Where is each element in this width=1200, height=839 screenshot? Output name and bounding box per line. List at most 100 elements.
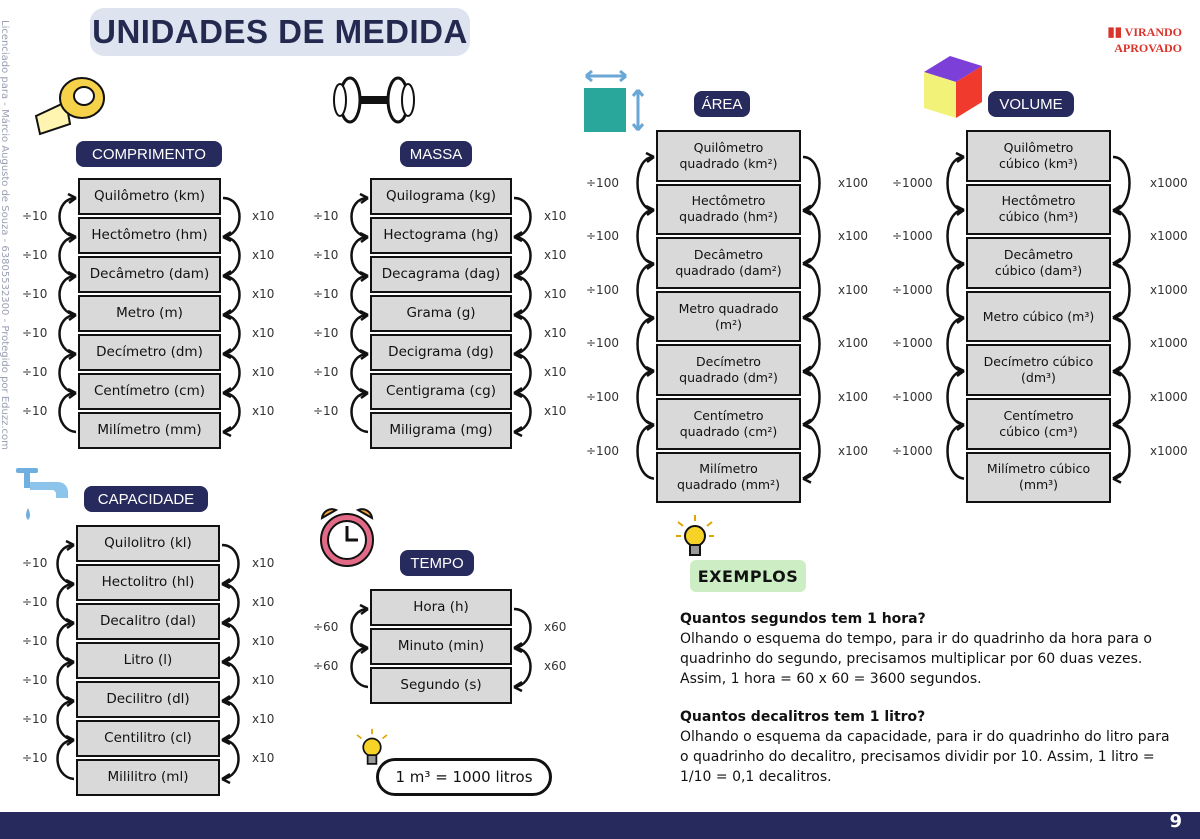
multiplication-factor: x10 — [252, 634, 275, 648]
division-factor: ÷10 — [22, 634, 48, 648]
square-area-icon — [584, 69, 645, 132]
unit-box-capacidade: Quilolitro (kl) — [76, 525, 220, 562]
division-factor: ÷10 — [22, 404, 48, 418]
division-factor: ÷100 — [586, 336, 619, 351]
multiplication-factor: x10 — [252, 365, 275, 379]
multiplication-factor: x100 — [838, 390, 869, 404]
multiplication-factor: x60 — [544, 620, 567, 634]
conversion-arrows — [946, 366, 1131, 430]
unit-box-volume: Milímetro cúbico (mm³) — [966, 451, 1111, 504]
division-factor: ÷10 — [313, 287, 339, 301]
division-factor: ÷60 — [313, 620, 339, 634]
conversion-arrows — [636, 312, 821, 377]
label-comprimento: COMPRIMENTO — [76, 141, 222, 167]
multiplication-factor: x100 — [838, 229, 869, 244]
unit-box-capacidade: Decalitro (dal) — [76, 603, 220, 640]
lightbulb-small-icon — [356, 728, 388, 765]
conversion-arrows — [350, 309, 532, 359]
conversion-arrows — [56, 578, 240, 628]
conversion-arrows — [350, 603, 532, 653]
conversion-arrows — [350, 387, 532, 437]
unit-box-comprimento: Milímetro (mm) — [78, 412, 221, 449]
conversion-arrows — [636, 151, 821, 216]
unit-box-capacidade: Mililitro (ml) — [76, 759, 220, 796]
unit-box-area: Centímetro quadrado (cm²) — [656, 398, 801, 450]
division-factor: ÷60 — [313, 659, 339, 673]
division-factor: ÷10 — [22, 248, 48, 262]
multiplication-factor: x1000 — [1150, 229, 1188, 244]
label-tempo: TEMPO — [400, 550, 474, 576]
conversion-arrows — [56, 656, 240, 706]
unit-box-massa: Centigrama (cg) — [370, 373, 512, 410]
multiplication-factor: x10 — [252, 404, 275, 418]
example-1-answer: Olhando o esquema do tempo, para ir do q… — [680, 631, 1152, 687]
division-factor: ÷100 — [586, 282, 619, 297]
conversion-arrows — [58, 270, 241, 320]
division-factor: ÷10 — [22, 673, 48, 687]
conversion-arrows — [946, 258, 1131, 323]
unit-box-comprimento: Decâmetro (dam) — [78, 256, 221, 293]
multiplication-factor: x10 — [252, 287, 275, 301]
label-area: ÁREA — [694, 91, 750, 117]
division-factor: ÷1000 — [892, 229, 933, 244]
lightbulb-icon — [676, 515, 714, 556]
multiplication-factor: x10 — [544, 404, 567, 418]
division-factor: ÷10 — [313, 248, 339, 262]
measuring-tape-icon — [34, 77, 105, 136]
unit-box-massa: Decagrama (dag) — [370, 256, 512, 293]
multiplication-factor: x10 — [544, 287, 567, 301]
book-icon: ▮▮ — [1107, 24, 1122, 39]
division-factor: ÷1000 — [892, 390, 933, 404]
multiplication-factor: x10 — [252, 751, 275, 765]
conversion-arrows — [946, 312, 1131, 377]
example-2-answer: Olhando o esquema da capacidade, para ir… — [680, 729, 1170, 785]
division-factor: ÷10 — [313, 365, 339, 379]
faucet-icon — [16, 468, 68, 520]
conversion-arrows — [350, 348, 532, 398]
unit-box-volume: Metro cúbico (m³) — [966, 290, 1111, 343]
division-factor: ÷10 — [22, 326, 48, 340]
division-factor: ÷10 — [22, 751, 48, 765]
license-note: Licenciado para - Márcio Augusto de Souz… — [0, 20, 10, 450]
conversion-arrows — [58, 348, 241, 398]
unit-box-area: Milímetro quadrado (mm²) — [656, 451, 801, 504]
division-factor: ÷1000 — [892, 336, 933, 351]
multiplication-factor: x1000 — [1150, 336, 1188, 351]
unit-box-volume: Decímetro cúbico (dm³) — [966, 344, 1111, 396]
multiplication-factor: x60 — [544, 659, 567, 673]
division-factor: ÷1000 — [892, 282, 933, 297]
conversion-arrows — [946, 205, 1131, 270]
example-1: Quantos segundos tem 1 hora? Olhando o e… — [680, 609, 1180, 689]
conversion-arrows — [58, 192, 241, 242]
example-2: Quantos decalitros tem 1 litro? Olhando … — [680, 707, 1180, 787]
unit-box-massa: Quilograma (kg) — [370, 178, 512, 215]
unit-box-massa: Hectograma (hg) — [370, 217, 512, 254]
unit-box-comprimento: Decímetro (dm) — [78, 334, 221, 371]
multiplication-factor: x10 — [544, 248, 567, 262]
unit-box-capacidade: Litro (l) — [76, 642, 220, 679]
page-title: UNIDADES DE MEDIDA — [90, 8, 470, 56]
conversion-arrows — [636, 366, 821, 430]
multiplication-factor: x100 — [838, 443, 869, 458]
conversion-arrows — [58, 309, 241, 359]
division-factor: ÷100 — [586, 175, 619, 190]
conversion-arrows — [350, 642, 532, 692]
unit-box-massa: Grama (g) — [370, 295, 512, 332]
unit-box-volume: Decâmetro cúbico (dam³) — [966, 237, 1111, 289]
conversion-arrows — [946, 419, 1131, 484]
multiplication-factor: x10 — [252, 248, 275, 262]
division-factor: ÷10 — [22, 595, 48, 609]
unit-box-comprimento: Quilômetro (km) — [78, 178, 221, 215]
multiplication-factor: x10 — [252, 326, 275, 340]
multiplication-factor: x10 — [252, 673, 275, 687]
multiplication-factor: x10 — [544, 326, 567, 340]
conversion-arrows — [58, 231, 241, 281]
division-factor: ÷10 — [22, 365, 48, 379]
unit-box-capacidade: Centilitro (cl) — [76, 720, 220, 757]
unit-box-massa: Decigrama (dg) — [370, 334, 512, 371]
unit-box-tempo: Minuto (min) — [370, 628, 512, 665]
unit-box-volume: Hectômetro cúbico (hm³) — [966, 183, 1111, 236]
page-number: 9 — [1169, 811, 1182, 832]
unit-box-capacidade: Decilitro (dl) — [76, 681, 220, 718]
dumbbell-icon — [333, 76, 415, 124]
